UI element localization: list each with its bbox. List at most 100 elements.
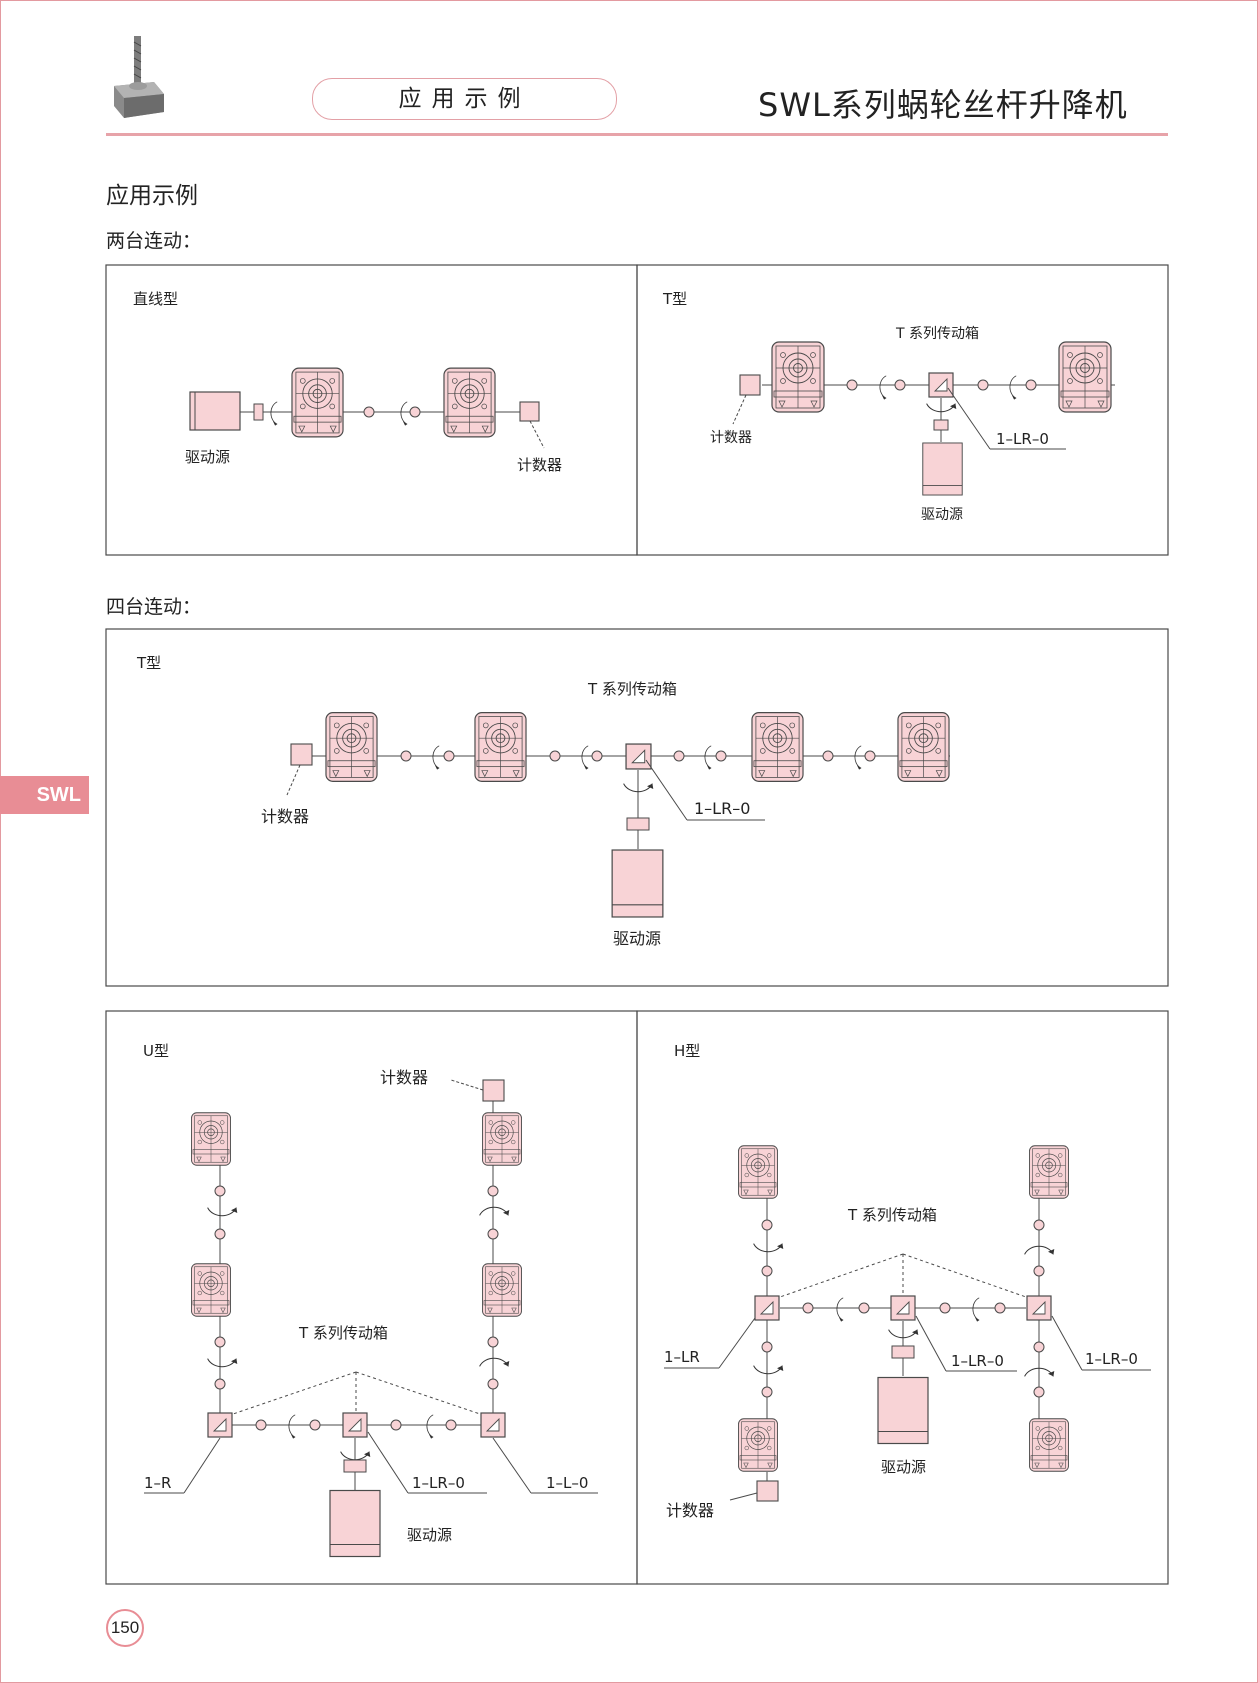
- gearbox: [890, 1295, 916, 1321]
- label-counter: 计数器: [380, 1068, 428, 1087]
- shaft-joint: [487, 1378, 499, 1390]
- jack-unit: [325, 712, 378, 782]
- gearbox: [1026, 1295, 1052, 1321]
- shaft-joint: [858, 1302, 870, 1314]
- shaft-joint: [443, 750, 455, 762]
- shaft-joint: [761, 1341, 773, 1353]
- jack-unit: [481, 1112, 523, 1166]
- shaft-joint: [802, 1302, 814, 1314]
- drive-source: [922, 442, 963, 496]
- label-counter: 计数器: [261, 807, 309, 826]
- shaft-joint: [487, 1228, 499, 1240]
- label-gearbox: T 系列传动箱: [847, 1206, 937, 1224]
- jack-unit: [1058, 341, 1112, 413]
- label-code-left: 1–LR: [664, 1348, 700, 1366]
- jack-unit: [190, 1112, 232, 1166]
- label-code-left: 1–R: [144, 1474, 171, 1492]
- label-counter: 计数器: [517, 456, 562, 474]
- label-h-type: H型: [674, 1042, 700, 1060]
- coupling: [343, 1459, 367, 1473]
- gearbox: [480, 1412, 506, 1438]
- shaft-joint: [214, 1336, 226, 1348]
- panel-two-t: [636, 264, 1169, 556]
- shaft-joint: [445, 1419, 457, 1431]
- coupling: [253, 403, 264, 421]
- product-logo-image: [114, 36, 164, 118]
- label-code-right: 1–L–0: [546, 1474, 588, 1492]
- shaft-joint: [761, 1219, 773, 1231]
- label-drive: 驱动源: [185, 448, 230, 466]
- panel-h: [636, 1010, 1169, 1585]
- jack-unit: [481, 1263, 523, 1317]
- counter: [739, 374, 761, 396]
- shaft-joint: [673, 750, 685, 762]
- two-units-title: 两台连动：: [106, 230, 202, 252]
- shaft-joint: [549, 750, 561, 762]
- four-units-title: 四台连动：: [106, 596, 202, 618]
- jack-unit: [291, 367, 344, 438]
- drive-source: [189, 391, 241, 431]
- shaft-joint: [487, 1336, 499, 1348]
- shaft-joint: [715, 750, 727, 762]
- shaft-joint: [390, 1419, 402, 1431]
- label-code: 1–LR–0: [996, 430, 1049, 448]
- shaft-joint: [591, 750, 603, 762]
- counter: [756, 1480, 779, 1502]
- panel-four-t: [105, 628, 1169, 987]
- jack-unit: [443, 367, 496, 438]
- jack-unit: [190, 1263, 232, 1317]
- shaft-joint: [1033, 1386, 1045, 1398]
- gearbox: [754, 1295, 780, 1321]
- shaft-joint: [822, 750, 834, 762]
- shaft-joint: [400, 750, 412, 762]
- jack-unit: [737, 1418, 779, 1472]
- jack-unit: [771, 341, 825, 413]
- gearbox: [625, 743, 652, 770]
- coupling: [626, 817, 650, 831]
- label-code-right: 1–LR–0: [1085, 1350, 1138, 1368]
- label-counter: 计数器: [710, 430, 752, 446]
- shaft-joint: [1033, 1341, 1045, 1353]
- gearbox: [342, 1412, 368, 1438]
- label-gearbox: T 系列传动箱: [895, 326, 979, 342]
- shaft-joint: [409, 406, 421, 418]
- shaft-joint: [894, 379, 906, 391]
- side-tab: SWL: [0, 776, 89, 814]
- shaft-joint: [761, 1265, 773, 1277]
- counter: [290, 743, 313, 766]
- header-pill: 应用示例: [312, 78, 617, 120]
- shaft-joint: [487, 1185, 499, 1197]
- label-t-type: T型: [662, 290, 687, 308]
- shaft-joint: [1033, 1219, 1045, 1231]
- label-linear: 直线型: [133, 290, 178, 308]
- label-counter: 计数器: [666, 1501, 714, 1520]
- drive-source: [329, 1489, 381, 1558]
- page-title: SWL系列蜗轮丝杆升降机: [758, 86, 1128, 124]
- label-t-type: T型: [136, 654, 161, 672]
- shaft-joint: [1025, 379, 1037, 391]
- shaft-joint: [255, 1419, 267, 1431]
- label-code: 1–LR–0: [694, 799, 750, 818]
- shaft-joint: [977, 379, 989, 391]
- shaft-joint: [214, 1185, 226, 1197]
- jack-unit: [737, 1145, 779, 1199]
- shaft-joint: [214, 1228, 226, 1240]
- section-title: 应用示例: [106, 183, 198, 209]
- shaft-joint: [1033, 1265, 1045, 1277]
- counter: [519, 401, 540, 422]
- gearbox: [928, 372, 954, 398]
- gearbox: [207, 1412, 233, 1438]
- shaft-joint: [994, 1302, 1006, 1314]
- shaft-joint: [214, 1378, 226, 1390]
- label-u-type: U型: [143, 1042, 169, 1060]
- jack-unit: [1028, 1418, 1070, 1472]
- drive-source: [877, 1376, 929, 1445]
- shaft-joint: [309, 1419, 321, 1431]
- jack-unit: [751, 712, 804, 782]
- label-code-mid: 1–LR–0: [412, 1474, 465, 1492]
- shaft-joint: [939, 1302, 951, 1314]
- drive-source: [611, 849, 664, 918]
- shaft-joint: [761, 1386, 773, 1398]
- shaft-joint: [864, 750, 876, 762]
